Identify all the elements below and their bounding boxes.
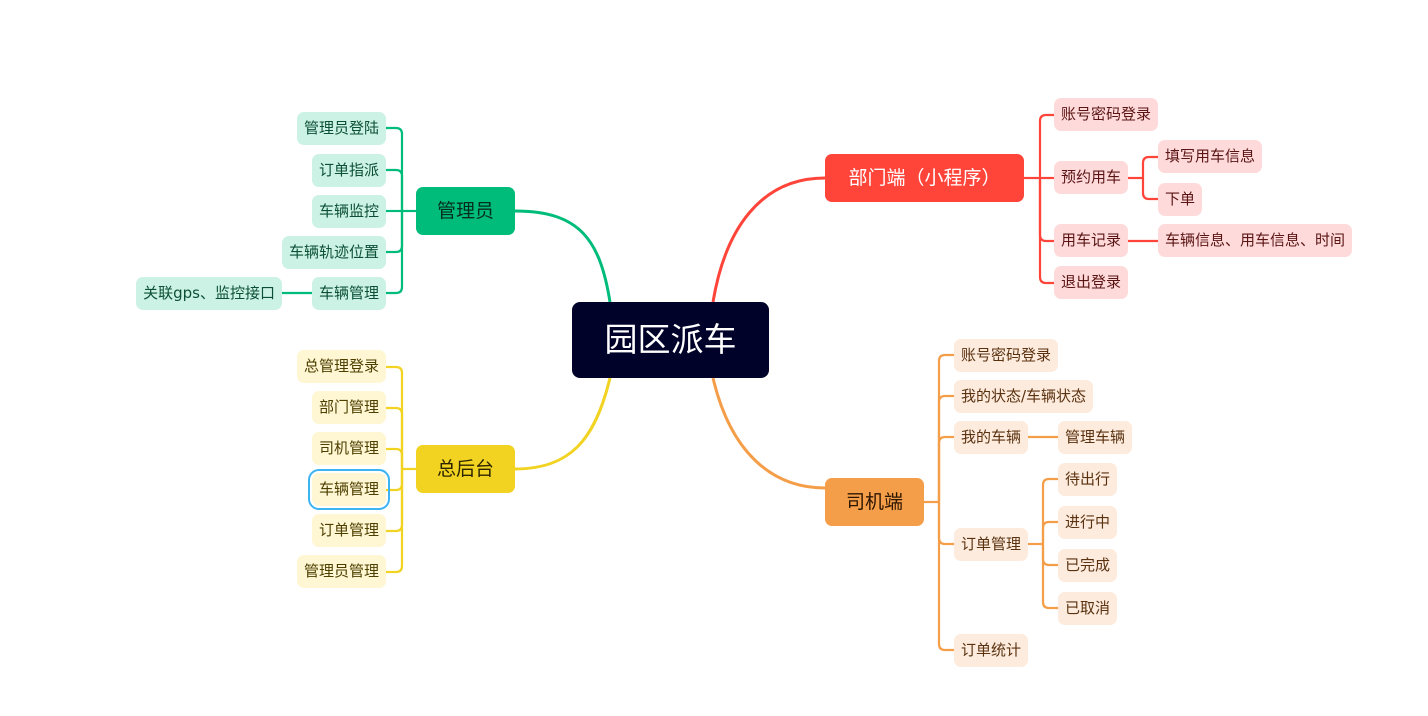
connector-line — [1041, 544, 1058, 567]
connector-line — [1038, 178, 1054, 285]
admin-item[interactable]: 车辆监控 — [311, 195, 386, 228]
dept-item[interactable]: 退出登录 — [1054, 266, 1129, 299]
admin-sub-item[interactable]: 关联gps、监控接口 — [136, 277, 282, 310]
dept-item[interactable]: 预约用车 — [1054, 161, 1129, 194]
backend-item[interactable]: 管理员管理 — [296, 555, 386, 588]
connector-line — [386, 469, 404, 533]
connector-line — [937, 353, 954, 502]
connector-line — [937, 502, 954, 546]
connector-line — [386, 365, 404, 469]
connector-line — [386, 126, 404, 211]
connector-line — [386, 211, 404, 254]
connector-line — [386, 406, 404, 469]
backend-item[interactable]: 司机管理 — [311, 432, 386, 465]
branch-driver[interactable]: 司机端 — [825, 478, 924, 526]
branch-admin[interactable]: 管理员 — [416, 187, 515, 235]
connector-line — [386, 447, 404, 469]
connector-line — [1041, 544, 1058, 610]
branch-connector — [514, 209, 612, 303]
connector-line — [937, 502, 954, 652]
connector-line — [937, 394, 954, 502]
connector-line — [386, 469, 404, 492]
connector-line — [1038, 178, 1054, 243]
dept-item[interactable]: 用车记录 — [1054, 224, 1129, 257]
admin-item[interactable]: 车辆管理 — [311, 277, 386, 310]
backend-item[interactable]: 订单管理 — [311, 514, 386, 547]
connector-line — [1041, 520, 1058, 544]
branch-connector — [514, 377, 612, 471]
dept-sub-item[interactable]: 下单 — [1158, 183, 1203, 216]
backend-item[interactable]: 部门管理 — [311, 391, 386, 424]
branch-connector — [711, 176, 826, 303]
connector-line — [1038, 113, 1054, 178]
connector-line — [386, 211, 404, 295]
admin-item[interactable]: 车辆轨迹位置 — [281, 236, 386, 269]
driver-sub-item[interactable]: 进行中 — [1058, 506, 1118, 539]
connector-line — [1141, 155, 1158, 178]
driver-sub-item[interactable]: 已取消 — [1058, 592, 1118, 625]
admin-item[interactable]: 订单指派 — [311, 154, 386, 187]
driver-item[interactable]: 订单管理 — [954, 528, 1029, 561]
connector-line — [937, 435, 954, 502]
root-node[interactable]: 园区派车 — [572, 302, 769, 378]
connector-line — [1041, 477, 1058, 544]
branch-dept[interactable]: 部门端（小程序） — [825, 154, 1024, 202]
connector-line — [386, 168, 404, 211]
backend-item-selected[interactable]: 车辆管理 — [307, 469, 391, 510]
backend-item[interactable]: 总管理登录 — [296, 350, 386, 383]
dept-sub-item[interactable]: 车辆信息、用车信息、时间 — [1158, 224, 1353, 257]
branch-backend[interactable]: 总后台 — [416, 445, 515, 493]
driver-item[interactable]: 订单统计 — [954, 634, 1029, 667]
driver-sub-item[interactable]: 管理车辆 — [1058, 421, 1133, 454]
driver-item[interactable]: 我的车辆 — [954, 421, 1029, 454]
connector-line — [1141, 178, 1158, 201]
driver-item[interactable]: 账号密码登录 — [954, 339, 1059, 372]
branch-connector — [711, 377, 826, 490]
dept-sub-item[interactable]: 填写用车信息 — [1158, 140, 1263, 173]
connector-line — [386, 469, 404, 574]
admin-item[interactable]: 管理员登陆 — [296, 112, 386, 145]
dept-item[interactable]: 账号密码登录 — [1054, 98, 1159, 131]
driver-item[interactable]: 我的状态/车辆状态 — [954, 380, 1094, 413]
driver-sub-item[interactable]: 已完成 — [1058, 549, 1118, 582]
driver-sub-item[interactable]: 待出行 — [1058, 463, 1118, 496]
